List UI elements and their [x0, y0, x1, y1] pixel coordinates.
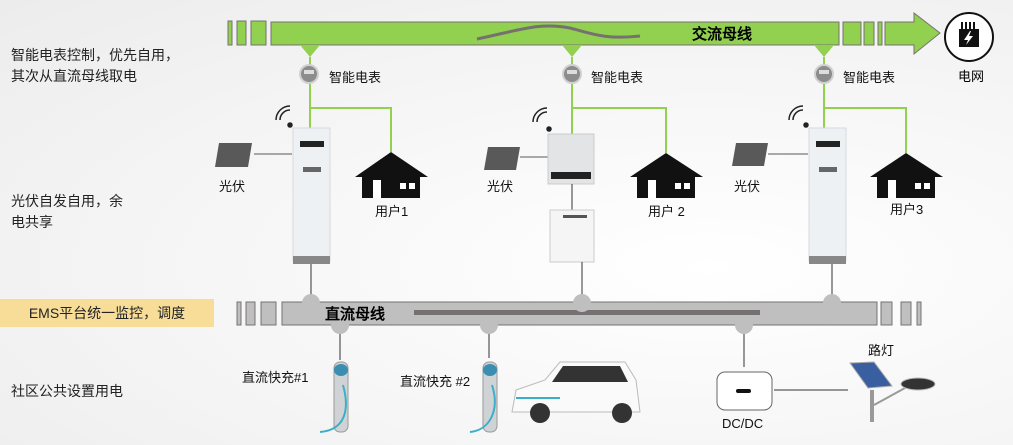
user-label: 用户3 — [890, 202, 924, 217]
dcdc-converter-icon — [716, 371, 773, 411]
ac-bus-label: 交流母线 — [692, 25, 752, 43]
solar-panel-icon — [215, 143, 252, 167]
note-pv-self-use: 光伏自发自用，余 电共享 — [11, 191, 123, 233]
house-icon — [355, 152, 428, 198]
smart-meter-icon — [814, 64, 834, 84]
dc-bus-label: 直流母线 — [325, 305, 385, 323]
wifi-icon — [275, 105, 293, 128]
meter-label: 智能电表 — [843, 70, 896, 85]
meter-label: 智能电表 — [329, 70, 382, 85]
streetlight-icon — [849, 361, 936, 422]
solar-panel-icon — [484, 147, 520, 170]
wifi-icon — [788, 105, 809, 128]
ev-charger-icon — [319, 361, 349, 433]
dc-bus — [236, 294, 922, 334]
solar-panel-icon — [732, 143, 768, 166]
ev-charger-icon — [469, 361, 498, 433]
pv-label: 光伏 — [487, 179, 514, 194]
smart-meter-icon — [299, 64, 319, 84]
ac-bus — [227, 11, 941, 57]
meter-label: 智能电表 — [591, 70, 644, 85]
note-meter-control: 智能电表控制，优先自用， 其次从直流母线取电 — [11, 45, 179, 87]
note-line: 电共享 — [11, 214, 53, 230]
dcdc-label: DC/DC — [722, 416, 764, 431]
storage-cabinet-icon — [808, 127, 847, 264]
grid-label: 电网 — [958, 69, 984, 84]
electric-car-icon — [511, 361, 641, 423]
user-label: 用户 2 — [648, 204, 685, 219]
note-line: 其次从直流母线取电 — [11, 68, 137, 84]
streetlight-label: 路灯 — [868, 343, 895, 358]
pv-label: 光伏 — [734, 179, 761, 194]
battery-icon — [549, 209, 595, 263]
note-line: 智能电表控制，优先自用， — [11, 47, 179, 63]
power-grid-icon — [944, 12, 994, 62]
charger2-label: 直流快充 #2 — [400, 374, 471, 389]
wifi-icon — [532, 107, 552, 132]
charger1-label: 直流快充#1 — [242, 370, 309, 385]
ems-banner: EMS平台统一监控，调度 — [0, 299, 214, 327]
inverter-icon — [547, 133, 595, 185]
pv-label: 光伏 — [219, 179, 246, 194]
house-icon — [630, 153, 703, 198]
house-icon — [870, 153, 943, 198]
note-community: 社区公共设置用电 — [11, 383, 123, 399]
user-label: 用户1 — [375, 204, 409, 219]
storage-cabinet-icon — [292, 127, 331, 264]
smart-meter-icon — [562, 64, 582, 84]
note-line: 光伏自发自用，余 — [11, 193, 123, 209]
